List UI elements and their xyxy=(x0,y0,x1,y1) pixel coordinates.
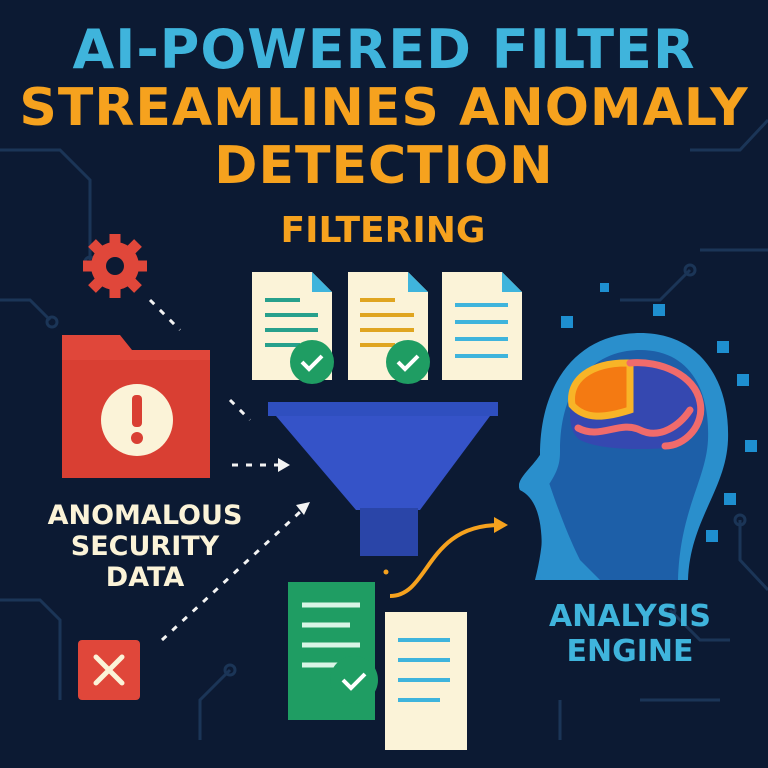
source-label-line: DATA xyxy=(105,562,185,594)
source-label-line: SECURITY xyxy=(70,531,220,563)
funnel-icon xyxy=(268,402,498,575)
dashed-arrows xyxy=(148,298,302,642)
check-icon xyxy=(386,340,430,384)
filtering-label: FILTERING xyxy=(280,210,486,251)
document-icon xyxy=(385,612,467,750)
title-line-2: STREAMLINES ANOMALY xyxy=(19,78,749,138)
document-icon xyxy=(442,272,522,380)
title-line-1: AI-POWERED FILTER xyxy=(72,18,696,81)
folder-alert-icon xyxy=(62,335,210,478)
engine-label: ANALYSIS ENGINE xyxy=(530,599,730,669)
head-brain-icon xyxy=(519,333,729,580)
engine-label-line: ANALYSIS xyxy=(548,599,712,634)
output-arrow xyxy=(389,523,501,598)
source-label-line: ANOMALOUS xyxy=(47,500,243,531)
engine-label-line: ENGINE xyxy=(566,633,694,669)
close-icon xyxy=(78,640,140,700)
gear-icon xyxy=(83,234,147,298)
data-squares xyxy=(561,283,757,542)
check-icon xyxy=(290,340,334,384)
source-label: ANOMALOUS SECURITY DATA xyxy=(30,500,260,593)
title-line-3: DETECTION xyxy=(214,136,554,196)
check-icon xyxy=(330,656,378,704)
arrow-heads xyxy=(278,458,310,515)
